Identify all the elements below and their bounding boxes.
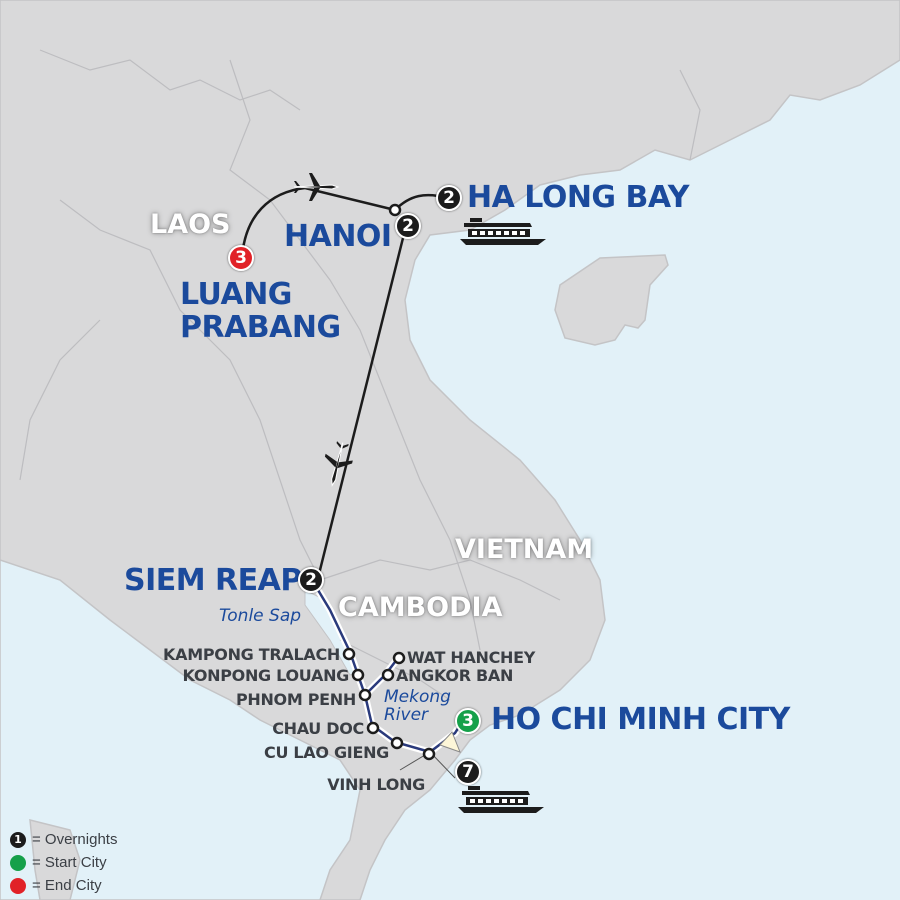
ship-icon	[458, 786, 544, 813]
overnights-sample-icon: 1	[10, 831, 26, 848]
ship-icon	[460, 218, 546, 245]
stop-label-kampong-tralach: KAMPONG TRALACH	[163, 645, 340, 664]
stop-label-vinh-long: VINH LONG	[327, 775, 425, 794]
end-city-icon	[10, 877, 26, 894]
city-label-ha-long-bay: HA LONG BAY	[467, 180, 689, 215]
stop-markers	[342, 203, 436, 761]
water-label-tonle-sap: Tonle Sap	[219, 606, 302, 626]
gulf-of-thailand	[0, 559, 361, 900]
city-label-ho-chi-minh-city: HO CHI MINH CITY	[491, 702, 790, 737]
country-label-cambodia: CAMBODIA	[338, 592, 503, 623]
country-label-vietnam: VIETNAM	[455, 534, 594, 565]
pointer-arrow-icon	[439, 731, 461, 753]
map-legend: 1 = Overnights = Start City = End City	[10, 828, 117, 897]
overnights-badge-ha-long-bay: 2	[436, 185, 462, 211]
country-label-laos: LAOS	[150, 209, 231, 240]
start-city-icon	[10, 854, 26, 871]
hanoi-stop-marker	[388, 203, 402, 217]
stop-label-konpong-louang: KONPONG LOUANG	[182, 666, 349, 685]
legend-row-overnights: 1 = Overnights	[10, 828, 117, 851]
overnights-badge-ho-chi-minh-city: 3	[455, 708, 481, 734]
city-label-siem-reap: SIEM REAP	[124, 563, 302, 598]
legend-row-start-city: = Start City	[10, 851, 117, 874]
stop-label-angkor-ban: ANGKOR BAN	[396, 666, 514, 685]
overnights-badge-hanoi: 2	[395, 213, 421, 239]
stop-label-phnom-penh: PHNOM PENH	[235, 690, 356, 709]
plane-icon	[293, 173, 340, 201]
stop-label-chau-doc: CHAU DOC	[272, 719, 364, 738]
overnights-badge-siem-reap: 2	[298, 567, 324, 593]
hainan-island	[554, 254, 669, 346]
legend-row-end-city: = End City	[10, 874, 117, 897]
overnights-badge-river-cruise: 7	[455, 759, 481, 785]
city-label-luang-prabang: LUANG PRABANG	[180, 277, 341, 345]
city-label-hanoi: HANOI	[284, 219, 392, 254]
stop-label-wat-hanchey: WAT HANCHEY	[407, 648, 536, 667]
water-label-mekong-river: Mekong River	[384, 687, 451, 725]
stop-label-cu-lao-gieng: CU LAO GIENG	[264, 743, 389, 762]
plane-icon	[324, 441, 353, 487]
overnights-badge-luang-prabang: 3	[228, 245, 254, 271]
